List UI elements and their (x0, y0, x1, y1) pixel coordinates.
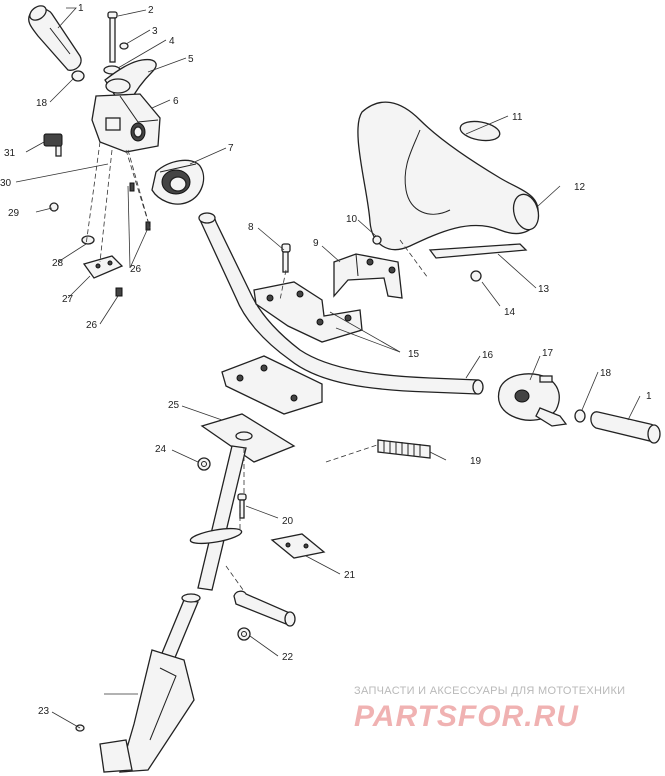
callout-17: 17 (542, 348, 554, 359)
steering-arm (99, 649, 195, 773)
small-screw-28 (81, 235, 95, 245)
washer-3 (119, 42, 129, 50)
upper-clamp (333, 253, 403, 299)
callout-14: 14 (504, 307, 516, 318)
callout-26-lower: 26 (86, 320, 98, 331)
nut-10 (372, 235, 382, 245)
callout-19: 19 (470, 456, 482, 467)
right-grip (590, 411, 661, 444)
callout-29: 29 (8, 208, 20, 219)
brake-control (497, 373, 568, 427)
callout-23: 23 (38, 706, 50, 717)
pin-14 (470, 270, 482, 282)
callout-20: 20 (282, 516, 294, 527)
pad-strap (428, 243, 528, 259)
callout-1-right: 1 (646, 391, 652, 402)
callout-5: 5 (188, 54, 194, 65)
steering-column (159, 445, 247, 661)
callout-24: 24 (155, 444, 167, 455)
watermark-tagline: ЗАПЧАСТИ И АКСЕССУАРЫ ДЛЯ МОТОТЕХНИКИ (354, 685, 625, 697)
callout-18-left: 18 (36, 98, 48, 109)
column-top-plate (200, 413, 296, 463)
nut-22 (237, 627, 251, 641)
riser-base (221, 355, 323, 415)
bolt-2 (107, 11, 118, 63)
callout-6: 6 (173, 96, 179, 107)
callout-11: 11 (512, 112, 523, 123)
washer-18-left (71, 70, 85, 82)
screw-26b (129, 182, 151, 231)
callout-16: 16 (482, 350, 494, 361)
throttle-body-7 (151, 159, 205, 205)
washer-18-right (574, 409, 586, 423)
callout-26-upper: 26 (130, 264, 142, 275)
callout-30: 30 (0, 178, 12, 189)
small-screw-29 (49, 202, 59, 212)
callout-28: 28 (52, 258, 64, 269)
sleeve (233, 590, 296, 627)
callout-4: 4 (169, 36, 175, 47)
throttle-housing (91, 93, 161, 153)
callout-10: 10 (346, 214, 358, 225)
nut-24 (197, 457, 211, 471)
bolt-8 (281, 243, 291, 273)
screw-26a (115, 287, 123, 297)
callout-8: 8 (248, 222, 254, 233)
cover-plate-27 (82, 255, 124, 279)
throttle-lever (104, 58, 157, 103)
callout-22: 22 (282, 652, 294, 663)
callout-25: 25 (168, 400, 180, 411)
callout-12: 12 (574, 182, 586, 193)
handlebar-pad (357, 101, 540, 251)
callout-3: 3 (152, 26, 158, 37)
callout-7: 7 (228, 143, 234, 154)
bolt-20 (237, 493, 247, 519)
spring-cable (325, 439, 431, 463)
callout-1-left: 1 (78, 3, 84, 14)
callout-2: 2 (148, 5, 154, 16)
callout-15: 15 (408, 349, 420, 360)
callout-9: 9 (313, 238, 319, 249)
callout-18-right: 18 (600, 368, 612, 379)
callout-27: 27 (62, 294, 74, 305)
callout-31: 31 (4, 148, 16, 159)
callout-21: 21 (344, 570, 356, 581)
callout-13: 13 (538, 284, 550, 295)
kill-switch (43, 133, 63, 157)
watermark-brand: PARTSFOR.RU (354, 700, 579, 733)
left-grip (28, 5, 82, 71)
bushing-plate (270, 533, 326, 559)
